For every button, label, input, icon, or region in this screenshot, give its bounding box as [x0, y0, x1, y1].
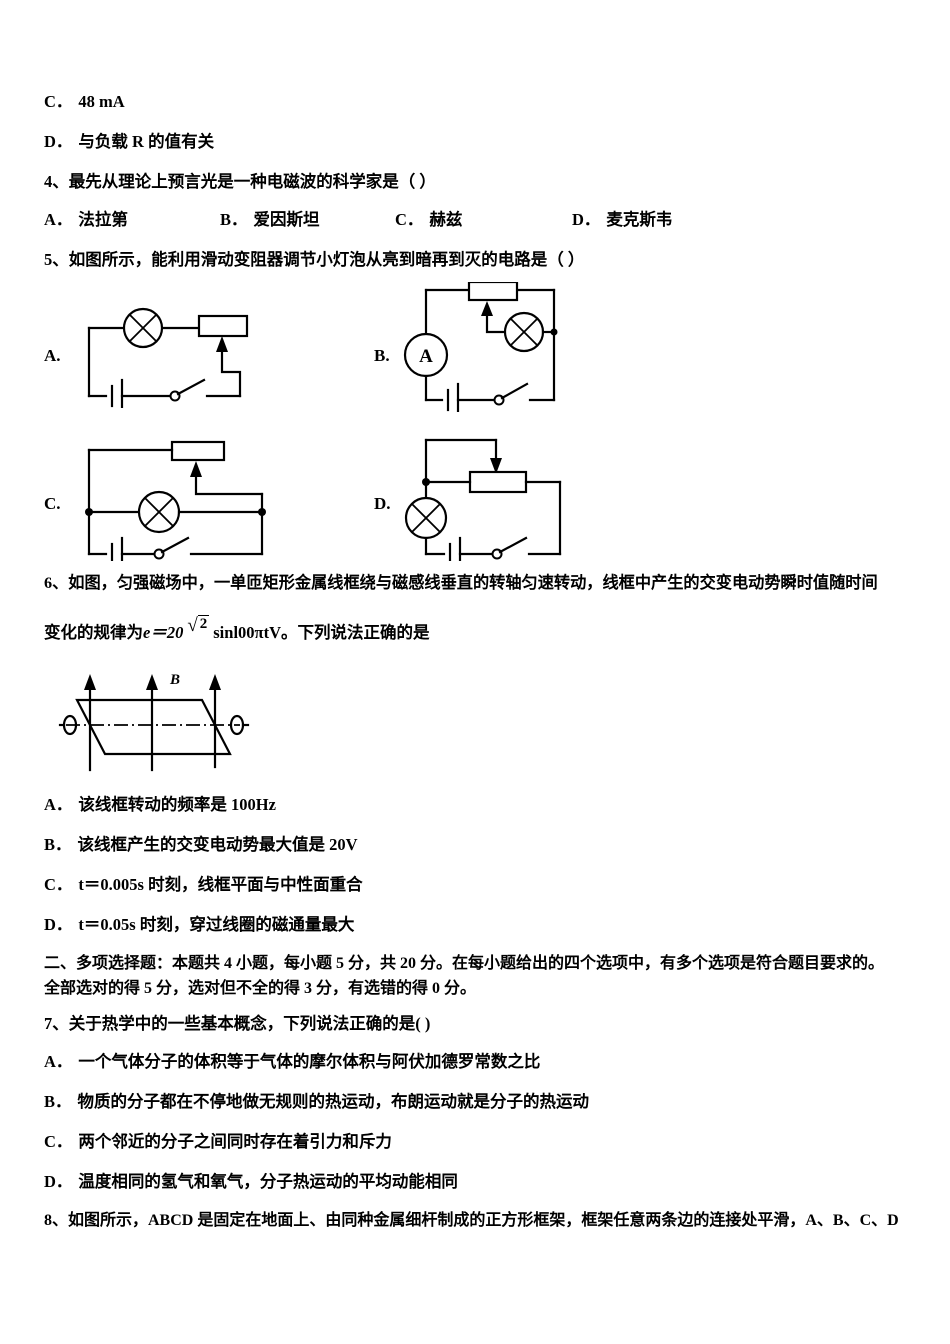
- rotating-coil-diagram: B: [58, 672, 250, 771]
- spacer: [44, 597, 906, 619]
- circuit-diagram-c: [85, 440, 266, 561]
- question-6-stem-suffix: 。下列说法正确的是: [280, 622, 430, 642]
- ammeter-glyph: A: [419, 346, 433, 367]
- section-2-heading-line1: 二、多项选择题：本题共 4 小题，每小题 5 分，共 20 分。在每小题给出的四…: [44, 954, 885, 972]
- question-6-stem-prefix: 变化的规律为: [44, 622, 143, 642]
- question-7-stem: 7、关于热学中的一些基本概念，下列说法正确的是( ): [44, 1013, 431, 1033]
- question-6-stem-line1: 6、如图，匀强磁场中，一单匝矩形金属线框绕与磁感线垂直的转轴匀速转动，线框中产生…: [44, 574, 878, 592]
- option-row-q7-c: C．两个邻近的分子之间同时存在着引力和斥力: [44, 1131, 392, 1151]
- option-text: 48 mA: [78, 92, 125, 111]
- square-root-icon: √2: [187, 614, 210, 636]
- section-2-heading-line2: 全部选对的得 5 分，选对但不全的得 3 分，有选错的得 0 分。: [44, 980, 477, 998]
- option-q4-d: D．麦克斯韦: [572, 210, 673, 229]
- option-label: D．: [44, 132, 73, 151]
- option-row-q3-c: C． 48 mA: [44, 88, 906, 112]
- option-row-q7-d: D．温度相同的氢气和氧气，分子热运动的平均动能相同: [44, 1171, 458, 1191]
- circuit-option-a: A.: [44, 288, 304, 408]
- question-6-figure: B: [52, 662, 312, 777]
- circuit-option-b: B.: [374, 282, 644, 412]
- circuit-diagram-d: [404, 438, 562, 561]
- option-q4-c: C．赫兹: [395, 210, 463, 229]
- circuit-label-c: C.: [44, 494, 61, 513]
- circuit-option-c: C.: [44, 436, 304, 561]
- option-q4-b: B．爱因斯坦: [220, 210, 320, 229]
- option-row-q7-a: A．一个气体分子的体积等于气体的摩尔体积与阿伏加德罗常数之比: [44, 1051, 541, 1071]
- page-content: C． 48 mA D． 与负载 R 的值有关 4、最先从理论上预言光是一种电磁波的科…: [44, 88, 906, 1234]
- circuit-diagram-a: [87, 307, 249, 408]
- option-row-q6-a: A．该线框转动的频率是 100Hz: [44, 794, 276, 814]
- circuit-label-d: D.: [374, 494, 391, 513]
- question-4-stem: 4、最先从理论上预言光是一种电磁波的科学家是（ ）: [44, 172, 436, 191]
- magnetic-field-label: B: [169, 672, 180, 688]
- circuit-option-d: D.: [374, 436, 644, 561]
- circuit-label-b: B.: [374, 346, 390, 365]
- option-row-q6-d: D．t＝0.05s 时刻，穿过线圈的磁通量最大: [44, 914, 355, 934]
- question-5-stem: 5、如图所示，能利用滑动变阻器调节小灯泡从亮到暗再到灭的电路是（ ）: [44, 250, 585, 269]
- circuit-diagram-b: A: [403, 282, 558, 412]
- question-8-stem: 8、如图所示，ABCD 是固定在地面上、由同种金属细杆制成的正方形框架，框架任意…: [44, 1211, 899, 1229]
- question-5-figure-group: A.: [44, 276, 906, 576]
- formula-e: e＝20: [143, 622, 184, 642]
- option-q4-a: A．法拉第: [44, 210, 128, 229]
- option-text: 与负载 R 的值有关: [78, 132, 215, 151]
- question-4-options-row: A．法拉第 B．爱因斯坦 C．赫兹 D．麦克斯韦: [44, 206, 906, 230]
- option-row-q6-b: B．该线框产生的交变电动势最大值是 20V: [44, 834, 358, 854]
- option-row-q6-c: C．t＝0.005s 时刻，线框平面与中性面重合: [44, 874, 363, 894]
- option-row-q3-d: D． 与负载 R 的值有关: [44, 128, 906, 152]
- formula-tail: sinl00πtV: [213, 622, 281, 642]
- circuit-label-a: A.: [44, 346, 61, 365]
- option-row-q7-b: B．物质的分子都在不停地做无规则的热运动，布朗运动就是分子的热运动: [44, 1091, 590, 1111]
- option-label: C．: [44, 92, 73, 111]
- question-6-stem-line2: 变化的规律为 e＝20 √2 sinl00πtV 。下列说法正确的是: [44, 614, 906, 644]
